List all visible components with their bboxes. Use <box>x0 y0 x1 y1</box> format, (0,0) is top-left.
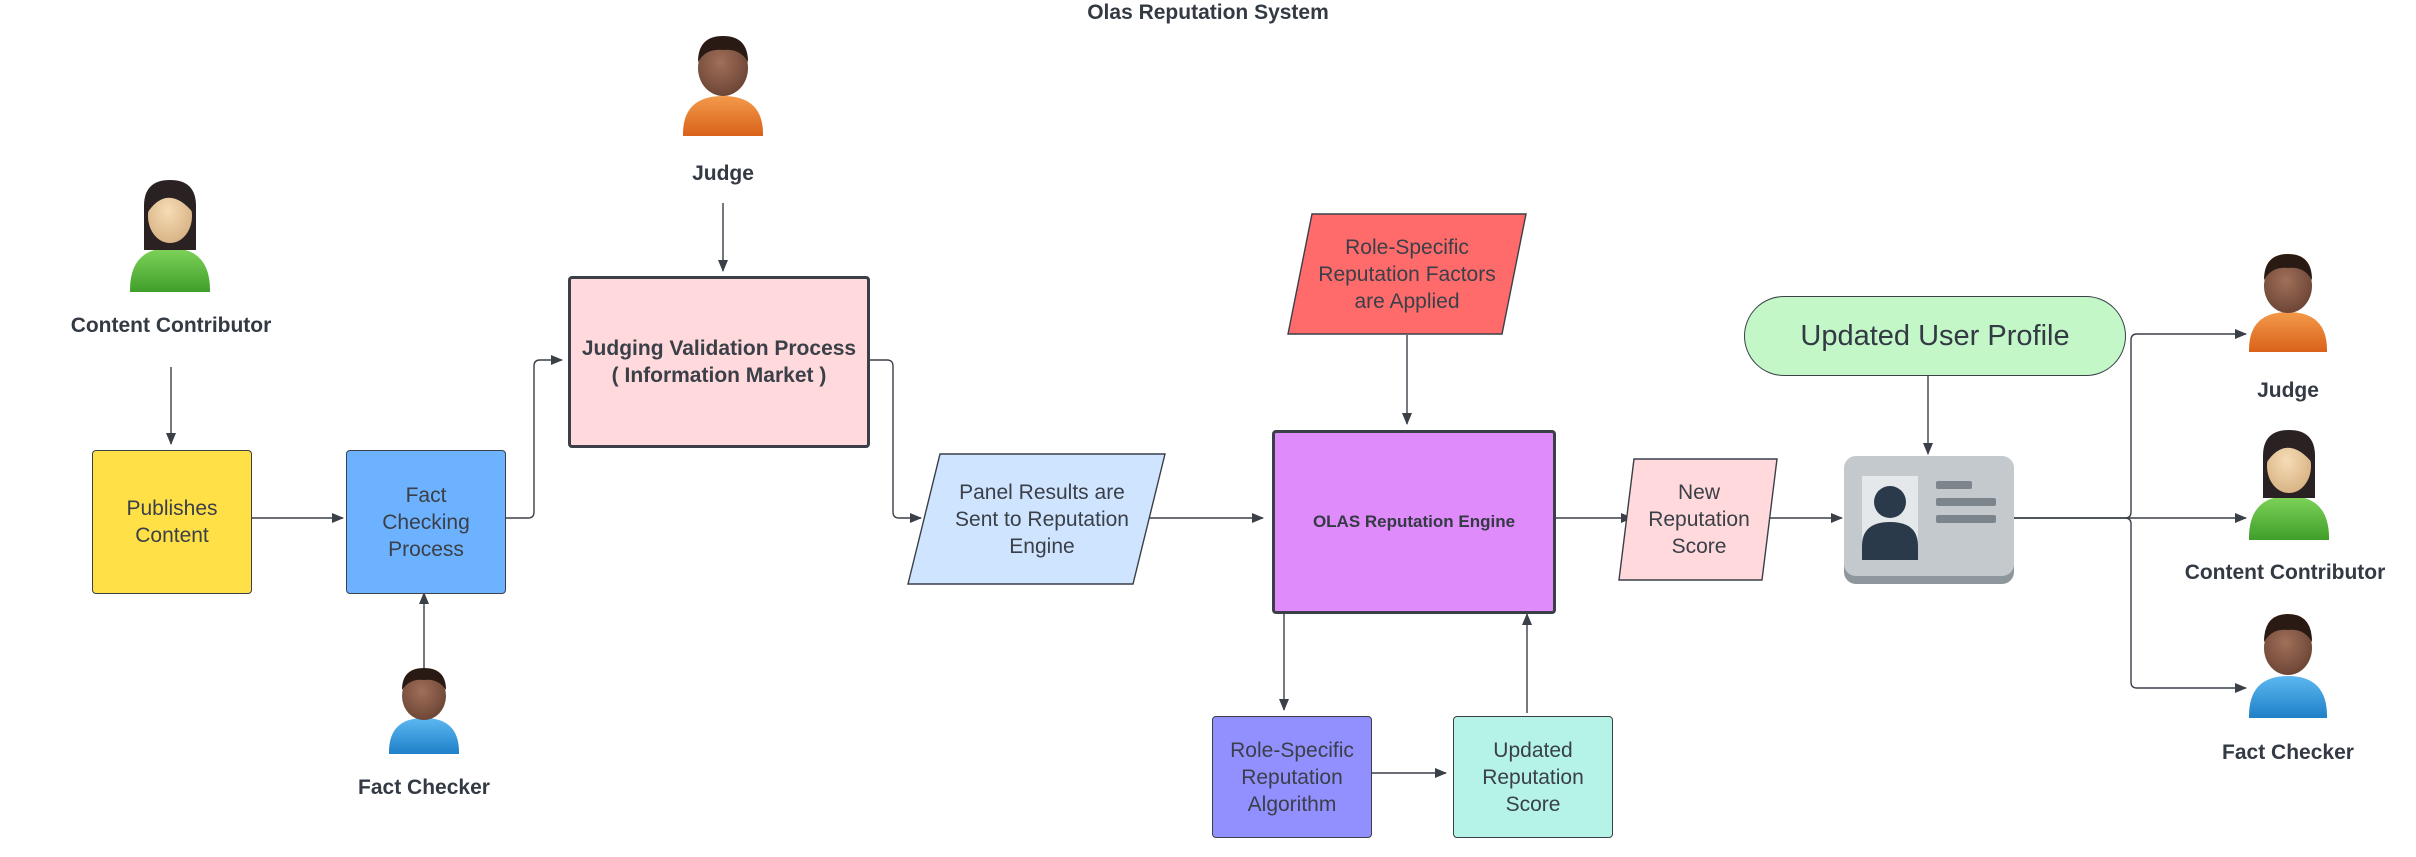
content-contributor-left-avatar-icon <box>130 180 210 292</box>
content-contributor-left-label: Content Contributor <box>70 314 272 337</box>
role-specific-factors-shape <box>1287 213 1527 335</box>
edge-card-to-factchecker <box>2124 517 2247 693</box>
connectors <box>166 203 2247 778</box>
olas-reputation-engine-node: OLAS Reputation Engine <box>1272 430 1556 614</box>
judge-top-avatar-icon <box>683 36 763 136</box>
fact-checker-bottom-avatar-icon <box>389 668 459 754</box>
updated-user-profile-node: Updated User Profile <box>1744 296 2126 376</box>
fact-checker-right-label: Fact Checker <box>2222 741 2354 764</box>
fact-checker-bottom-label: Fact Checker <box>358 776 490 799</box>
content-contributor-right-label: Content Contributor <box>2184 561 2386 584</box>
new-score-shape <box>1618 458 1778 581</box>
judge-top-label: Judge <box>692 162 754 185</box>
edge-factcheck-to-judging <box>505 355 563 519</box>
fact-checker-right-avatar-icon <box>2249 614 2327 718</box>
updated-reputation-score-node: Updated Reputation Score <box>1453 716 1613 838</box>
content-contributor-right-avatar-icon <box>2249 430 2329 540</box>
edge-judging-to-panel <box>866 359 922 523</box>
role-specific-algorithm-node: Role-Specific Reputation Algorithm <box>1212 716 1372 838</box>
fact-checking-process-node: Fact Checking Process <box>346 450 506 594</box>
publishes-content-node: Publishes Content <box>92 450 252 594</box>
diagram-title: Olas Reputation System <box>1087 1 1329 24</box>
id-card-icon <box>1844 456 2014 584</box>
judge-right-avatar-icon <box>2249 254 2327 352</box>
judging-validation-process-node: Judging Validation Process ( Information… <box>568 276 870 448</box>
judge-right-label: Judge <box>2257 379 2319 402</box>
panel-results-shape <box>907 453 1166 585</box>
